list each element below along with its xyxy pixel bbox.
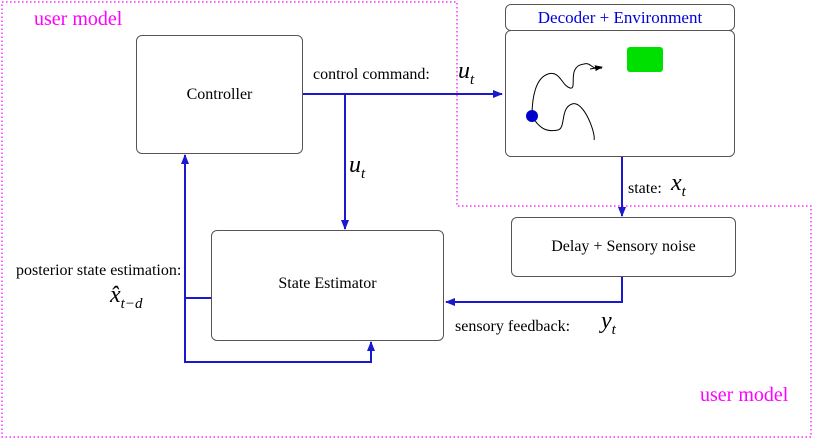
feedback-label: sensory feedback: <box>455 318 570 336</box>
target-rectangle <box>627 47 663 72</box>
environment-panel <box>505 30 735 157</box>
control-command-var: u <box>458 58 470 84</box>
control-command-text: control command: <box>313 66 430 83</box>
delay-noise-label: Delay + Sensory noise <box>551 238 696 255</box>
state-symbol: xt <box>671 170 686 201</box>
state-sub: t <box>681 183 686 200</box>
control-command-sub: t <box>470 71 475 88</box>
posterior-var: x̂ <box>110 282 121 308</box>
estimator-input-symbol: ut <box>349 152 365 183</box>
feedback-sub: t <box>611 321 616 338</box>
state-estimator-block: State Estimator <box>211 230 444 341</box>
posterior-symbol: x̂t−d <box>110 282 142 313</box>
posterior-sub: t−d <box>120 295 143 312</box>
feedback-text: sensory feedback: <box>455 318 571 335</box>
state-estimator-label: State Estimator <box>278 275 377 292</box>
trajectory-path <box>531 63 603 141</box>
delay-noise-block: Delay + Sensory noise <box>511 217 736 277</box>
decoder-title-box: Decoder + Environment <box>505 4 735 31</box>
state-label: state: <box>628 180 662 198</box>
controller-label: Controller <box>186 86 253 103</box>
arrow-posterior-to-controller <box>181 154 211 299</box>
trajectory-arrow <box>589 65 603 72</box>
control-command-symbol: ut <box>458 58 474 89</box>
estimator-input-var: u <box>349 152 361 178</box>
controller-block: Controller <box>136 35 303 154</box>
arrow-loop-to-estimator <box>184 298 375 363</box>
feedback-var: y <box>601 308 612 334</box>
state-var: x <box>671 170 682 196</box>
control-command-label: control command: <box>313 66 430 84</box>
arrow-sensory-feedback <box>445 277 623 306</box>
cursor-dot <box>526 110 538 122</box>
feedback-symbol: yt <box>601 308 616 339</box>
posterior-label: posterior state estimation: <box>16 262 181 280</box>
posterior-text: posterior state estimation: <box>16 262 182 279</box>
user-model-label-bottom: user model <box>700 384 789 406</box>
state-text: state: <box>628 180 662 197</box>
estimator-input-sub: t <box>361 165 366 182</box>
user-model-label-top: user model <box>34 8 123 30</box>
decoder-environment-label: Decoder + Environment <box>537 8 703 27</box>
